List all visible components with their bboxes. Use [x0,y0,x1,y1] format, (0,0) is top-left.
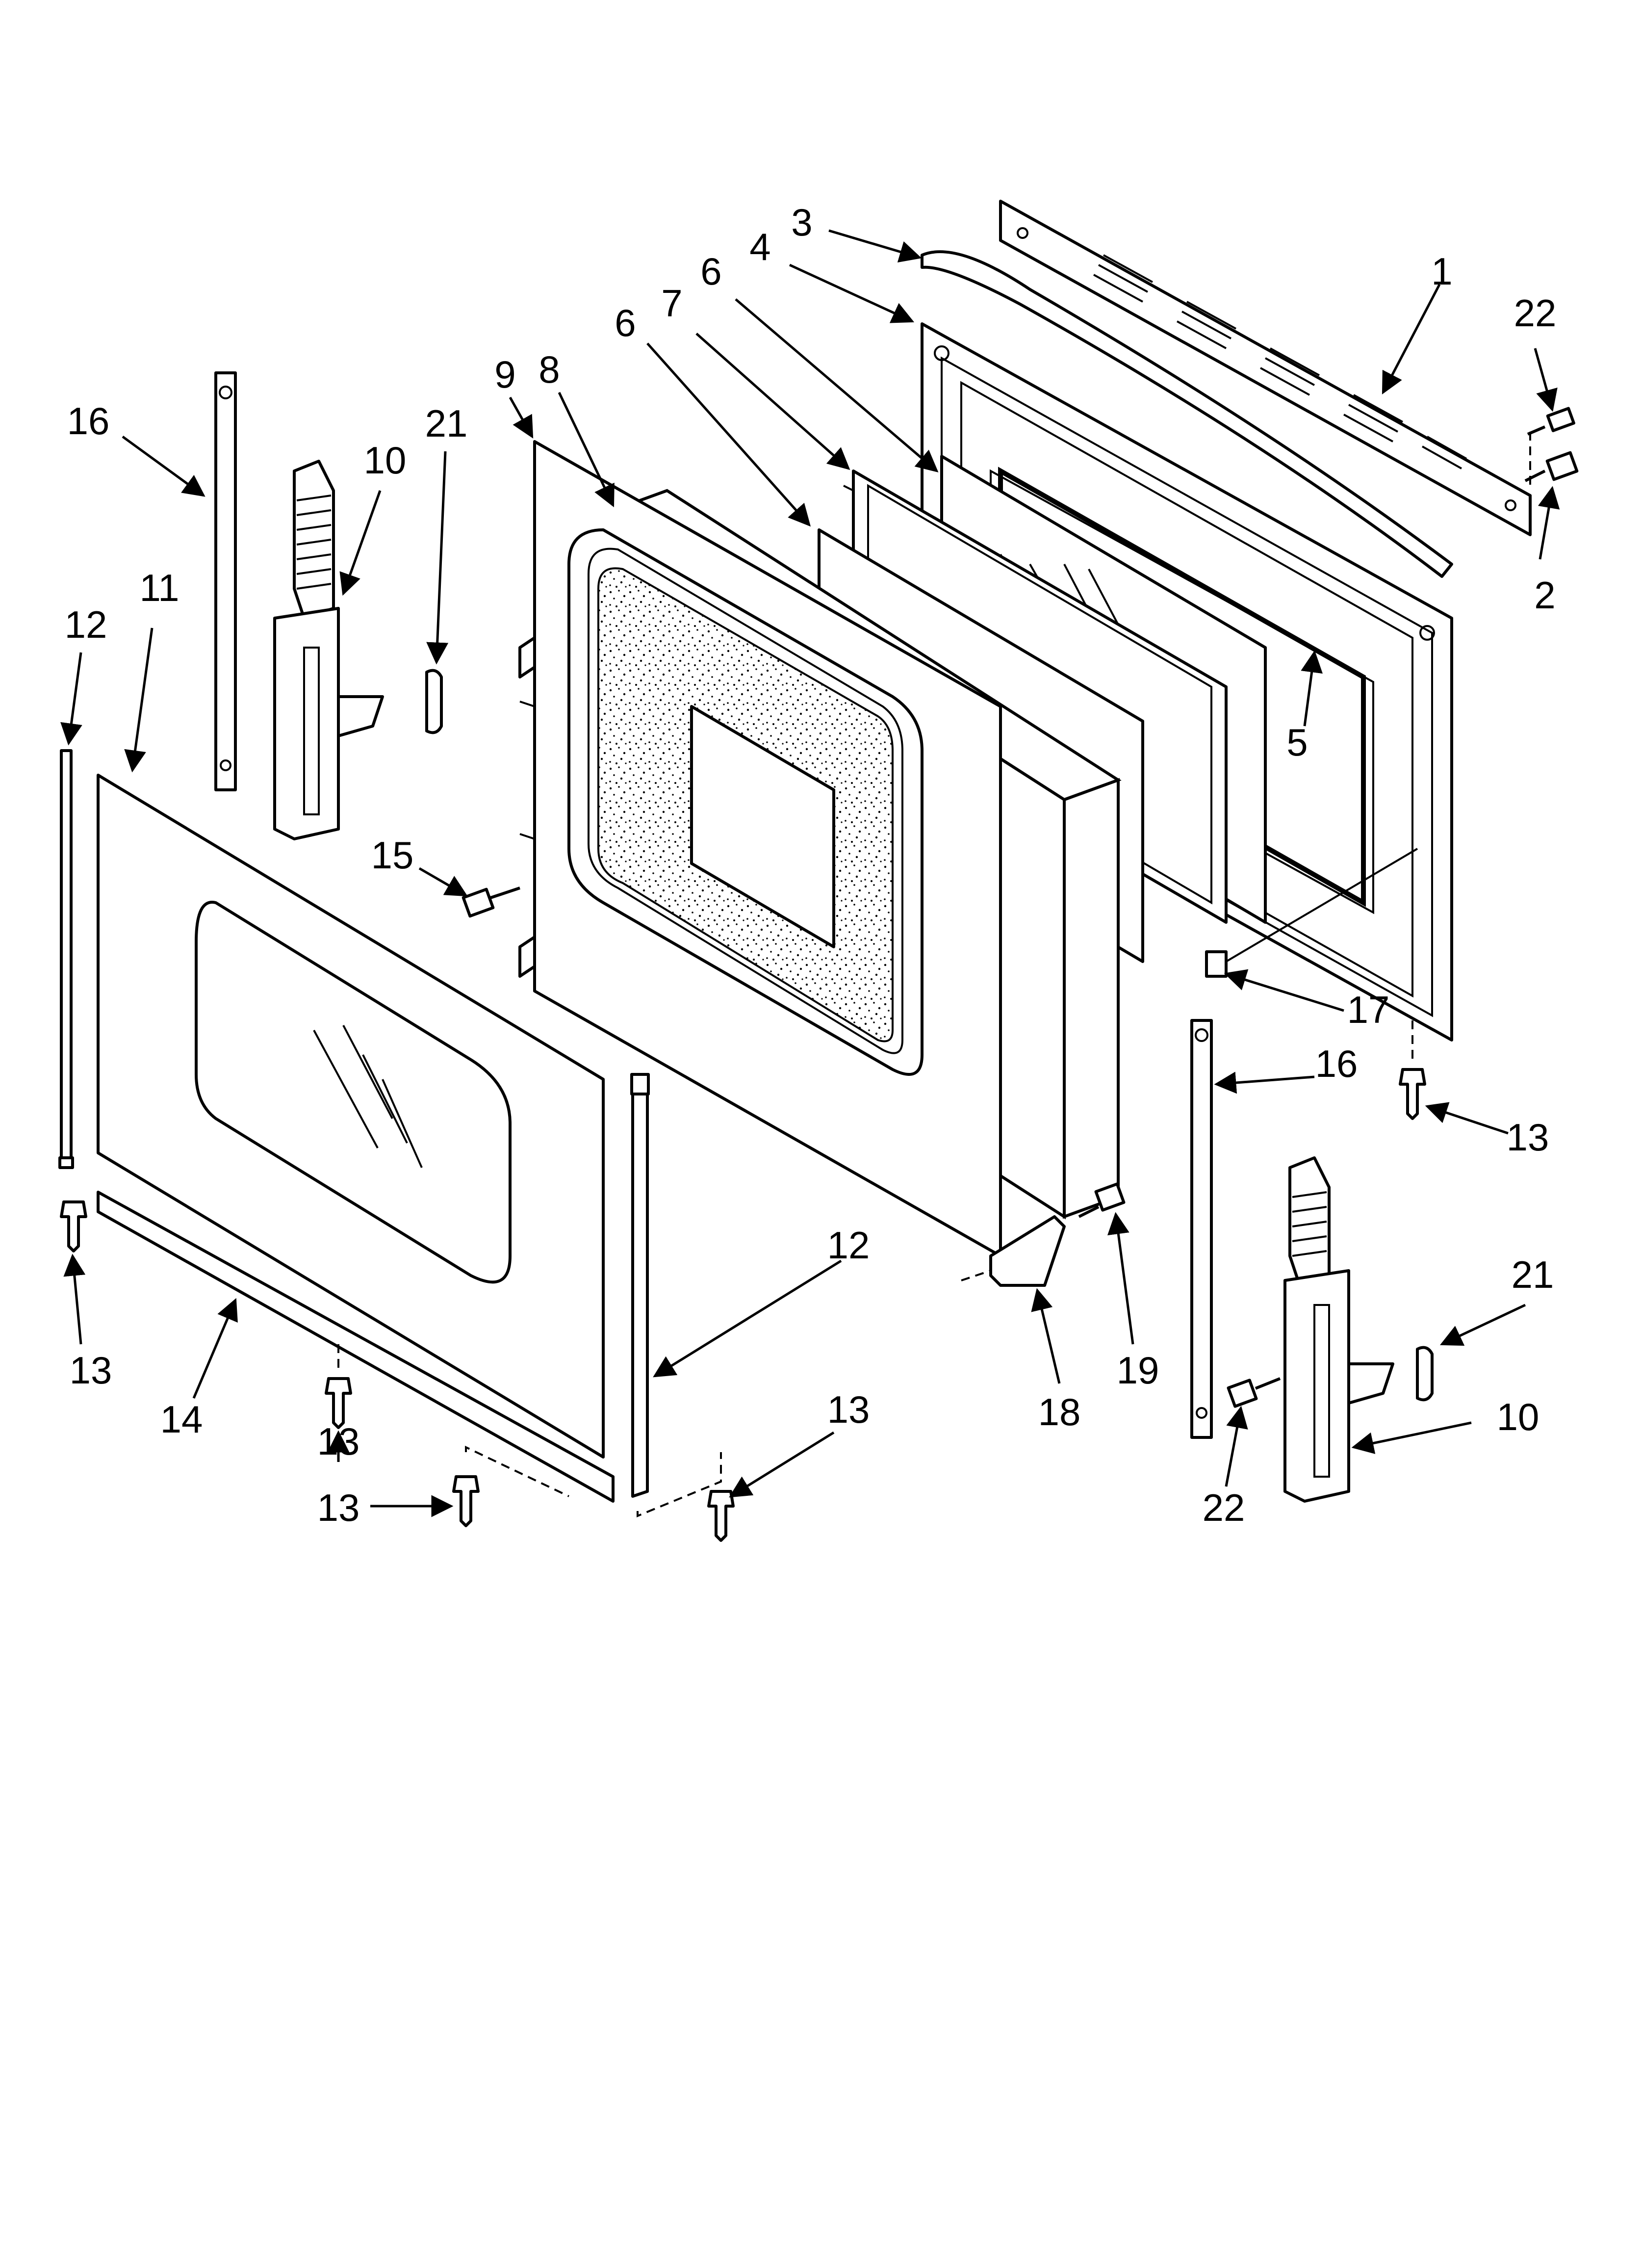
callout-22-bottom: 22 [1203,1486,1245,1529]
bracket-18 [961,1215,1066,1287]
callout-21-right: 21 [1512,1253,1554,1296]
hinge-right [1283,1156,1394,1503]
callout-21-left: 21 [425,402,468,445]
side-trim-left [58,749,74,1169]
screw-15 [462,886,520,918]
leader-lines [60,229,1560,1517]
callout-7: 7 [661,282,682,325]
callout-12-right: 12 [827,1224,870,1267]
callout-13-bottom-center: 13 [317,1486,360,1529]
callout-19: 19 [1117,1349,1159,1392]
screw-22-bottom [1227,1377,1281,1408]
callout-10-left: 10 [364,439,407,482]
callout-1: 1 [1431,250,1452,293]
callout-6-lower: 6 [615,301,636,344]
callout-13-bottom-upper: 13 [317,1420,360,1463]
callout-16-left: 16 [67,399,110,443]
callout-5: 5 [1286,721,1308,764]
screw-13-bottom-a [325,1344,352,1429]
callout-13-bottom-right: 13 [827,1388,870,1431]
callout-10-right: 10 [1497,1395,1539,1438]
callout-13-left: 13 [70,1349,112,1392]
callout-13-right: 13 [1507,1116,1549,1159]
callout-2: 2 [1534,574,1555,617]
door-trim-gasket [921,250,1453,578]
shim-left [425,669,443,734]
callout-9: 9 [494,353,515,396]
callout-18: 18 [1038,1390,1081,1434]
clip-17 [1205,848,1418,978]
screw-2 [1524,451,1579,482]
door-inner-frame [518,440,1002,1257]
callout-22-top: 22 [1514,291,1557,335]
screw-22-top [1527,407,1575,436]
callout-11: 11 [140,566,180,609]
callout-3: 3 [791,201,812,244]
callout-6-upper: 6 [700,250,721,293]
screw-13-bottom-c [637,1452,735,1542]
side-trim-right [630,1073,650,1498]
screw-13-right [1399,1020,1426,1120]
bottom-trim [97,1191,615,1503]
callout-17: 17 [1347,988,1390,1031]
callout-16-right: 16 [1315,1042,1358,1085]
screw-19 [1078,1182,1126,1218]
vent-trim-strip [999,200,1532,536]
hinge-rail-right [1190,1019,1213,1439]
callout-labels: 1 2 3 4 5 6 6 7 8 9 10 10 11 12 12 13 13… [65,201,1557,1529]
screw-13-left [60,1200,87,1252]
shim-right [1416,1346,1434,1402]
screw-13-bottom-b [452,1445,569,1527]
callout-12-left: 12 [65,603,107,646]
callout-4: 4 [749,225,770,268]
hinge-rail-left [214,371,237,791]
outer-door-panel [97,774,605,1459]
callout-14: 14 [160,1398,203,1441]
callout-8: 8 [539,348,560,391]
hinge-left [273,460,384,840]
callout-15: 15 [371,834,414,877]
